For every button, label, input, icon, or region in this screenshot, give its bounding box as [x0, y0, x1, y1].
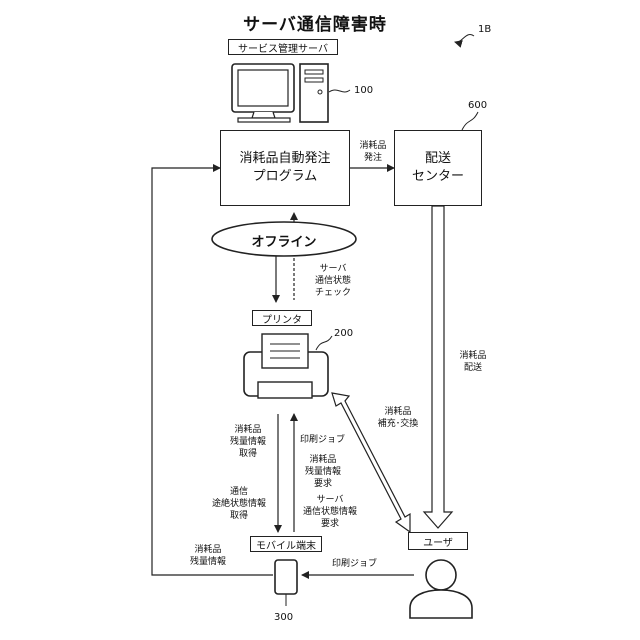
diagram-title: サーバ通信障害時 — [215, 10, 415, 35]
comm-request-label: サーバ 通信状態情報 要求 — [294, 494, 366, 530]
mobile-phone-icon — [275, 560, 297, 606]
order-label: 消耗品 発注 — [352, 140, 394, 164]
get-comm-label: 通信 途絶状態情報 取得 — [202, 486, 276, 522]
print-job-user-label: 印刷ジョブ — [332, 556, 377, 569]
mobile-label-box: モバイル端末 — [250, 536, 322, 552]
user-figure-icon — [410, 560, 472, 618]
delivery-label: 消耗品 配送 — [448, 350, 498, 374]
delivery-center-ref: 600 — [468, 100, 487, 111]
printer-label-box: プリンタ — [252, 310, 312, 326]
user-label-box: ユーザ — [408, 532, 468, 550]
offline-label: オフライン — [212, 231, 356, 250]
program-box: 消耗品自動発注 プログラム — [220, 130, 350, 206]
replace-label: 消耗品 補充･交換 — [368, 406, 428, 430]
remaining-request-label: 消耗品 残量情報 要求 — [298, 454, 348, 490]
get-remaining-label: 消耗品 残量情報 取得 — [222, 424, 274, 460]
server-check-label: サーバ 通信状態 チェック — [298, 263, 368, 299]
printer-icon — [244, 334, 328, 398]
printer-ref: 200 — [334, 328, 353, 339]
print-job-up-label: 印刷ジョブ — [300, 432, 345, 445]
delivery-ref-leader — [462, 112, 478, 130]
server-label-box: サービス管理サーバ — [228, 39, 338, 55]
figure-ref-arrow — [455, 34, 474, 42]
printer-ref-leader — [316, 336, 332, 350]
server-ref-leader — [329, 90, 350, 92]
delivery-center-box: 配送 センター — [394, 130, 482, 206]
server-ref: 100 — [354, 85, 373, 96]
server-computer-icon — [232, 64, 328, 122]
figure-ref: 1B — [478, 24, 491, 35]
mobile-ref: 300 — [274, 612, 293, 623]
remaining-info-label: 消耗品 残量情報 — [180, 544, 236, 568]
